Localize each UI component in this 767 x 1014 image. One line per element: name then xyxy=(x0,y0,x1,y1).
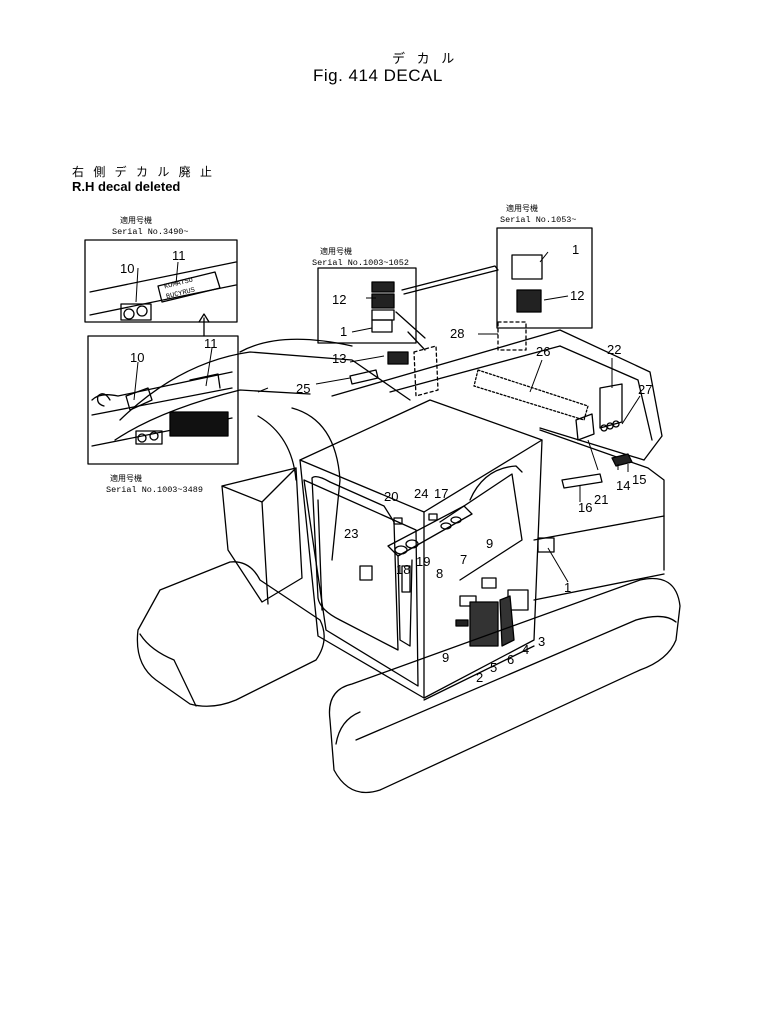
rh-note: R.H decal deleted xyxy=(72,179,181,194)
callout-18: 18 xyxy=(396,562,411,577)
inset-middle-serial: Serial No.1003~1052 xyxy=(312,258,409,268)
inset-box-middle xyxy=(317,267,417,344)
callout-3: 3 xyxy=(538,634,546,649)
callout-14: 14 xyxy=(616,478,631,493)
callout-25: 25 xyxy=(296,381,311,396)
callout-17: 17 xyxy=(434,486,449,501)
inset-top-left-label: 適用号機 xyxy=(120,216,152,225)
callout-9-upper: 9 xyxy=(486,536,494,551)
callout-8: 8 xyxy=(436,566,444,581)
callout-4: 4 xyxy=(522,642,530,657)
inset-right-serial: Serial No.1053~ xyxy=(500,215,577,225)
callout-6: 6 xyxy=(507,652,515,667)
inset-bottom-left-label: 適用号機 xyxy=(110,474,142,483)
inset-bottom-left-serial: Serial No.1003~3489 xyxy=(106,485,203,495)
callout-2: 2 xyxy=(476,670,484,685)
callout-12-right: 12 xyxy=(570,288,585,303)
callout-19: 19 xyxy=(416,554,431,569)
callout-24: 24 xyxy=(414,486,429,501)
rh-note-japanese: 右 側 デ カ ル 廃 止 xyxy=(72,165,216,179)
callout-20: 20 xyxy=(384,489,399,504)
inset-middle-label: 適用号機 xyxy=(320,247,352,256)
callout-1-middle: 1 xyxy=(340,324,348,339)
callout-22: 22 xyxy=(607,342,622,357)
callout-28: 28 xyxy=(450,326,465,341)
callout-12-middle: 12 xyxy=(332,292,347,307)
callout-11-bottom: 11 xyxy=(204,336,218,351)
callout-15: 15 xyxy=(632,472,647,487)
title-japanese: デ カ ル xyxy=(392,51,459,66)
callout-23: 23 xyxy=(344,526,359,541)
inset-box-top-left xyxy=(84,239,238,323)
callout-7: 7 xyxy=(460,552,468,567)
callout-1-right: 1 xyxy=(572,242,580,257)
callout-1-body: 1 xyxy=(564,580,572,595)
inset-box-bottom-left xyxy=(87,335,239,465)
callout-11-top: 11 xyxy=(172,248,186,263)
callout-5: 5 xyxy=(490,660,498,675)
callout-27: 27 xyxy=(638,382,653,397)
callout-26: 26 xyxy=(536,344,551,359)
inset-top-left-serial: Serial No.3490~ xyxy=(112,227,189,237)
inset-box-right xyxy=(496,227,593,329)
callout-16: 16 xyxy=(578,500,593,515)
callout-10-bottom: 10 xyxy=(130,350,145,365)
figure-title: Fig. 414 DECAL xyxy=(313,66,443,85)
callout-13: 13 xyxy=(332,351,347,366)
callout-10-top: 10 xyxy=(120,261,135,276)
callout-21: 21 xyxy=(594,492,609,507)
callout-9-lower: 9 xyxy=(442,650,450,665)
inset-right-label: 適用号機 xyxy=(506,204,538,213)
